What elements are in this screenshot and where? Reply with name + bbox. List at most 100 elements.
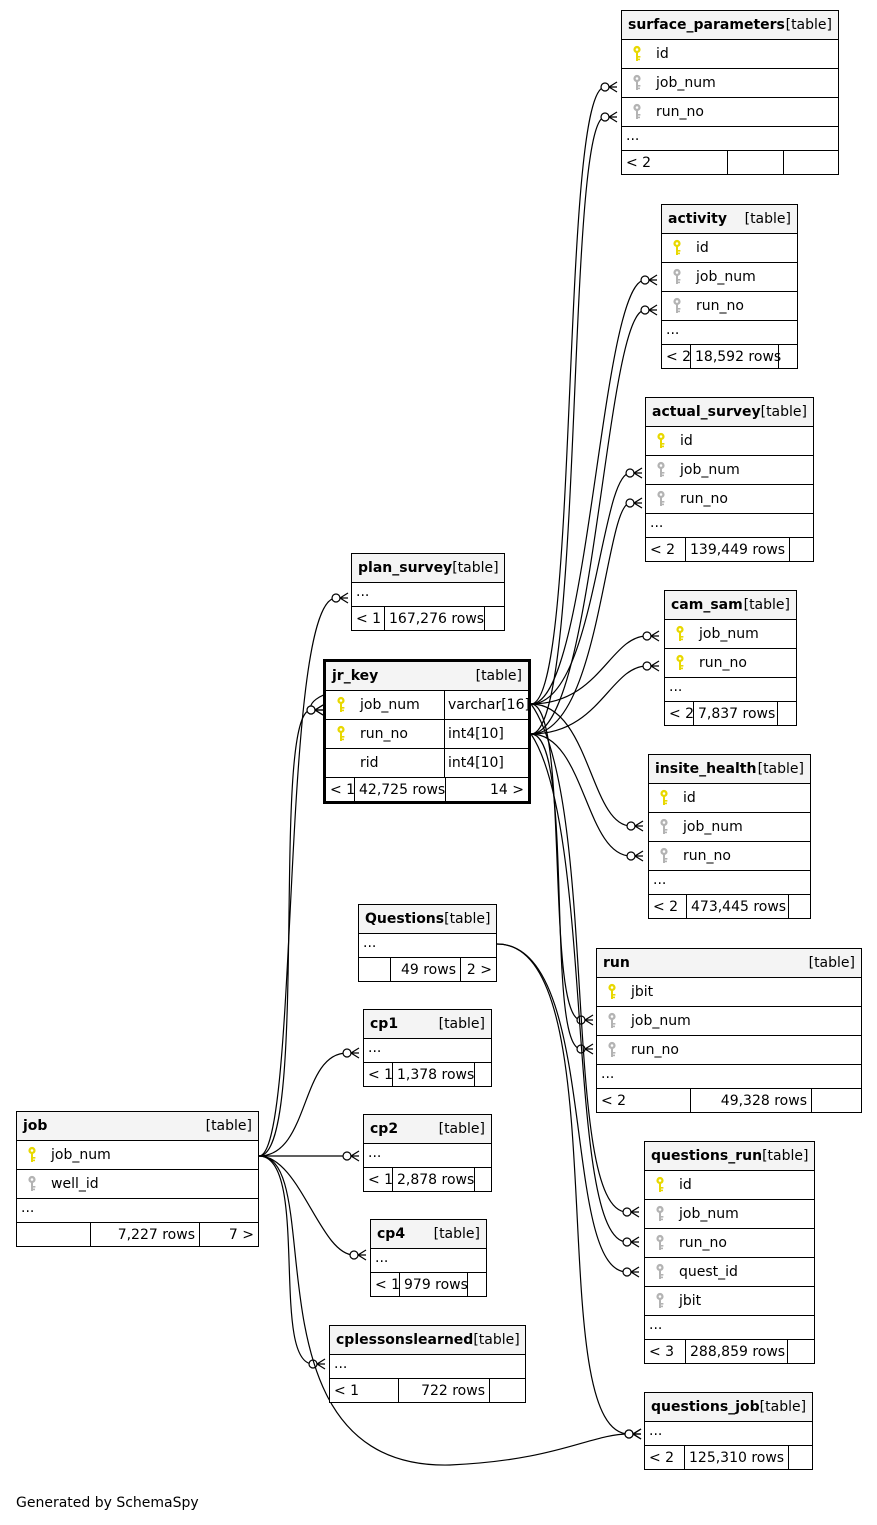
column-name: job_num (656, 75, 716, 91)
crows-foot-marker (630, 1266, 640, 1278)
table-kind: [table] (438, 1121, 485, 1137)
optional-end-marker (625, 468, 635, 478)
parents-count: < 1 (352, 607, 385, 630)
optional-end-marker (640, 275, 650, 285)
optional-end-marker (342, 1048, 352, 1058)
table-kind: [table] (785, 17, 832, 33)
column-type: int4[10] (444, 720, 528, 748)
crows-foot-marker (633, 467, 643, 479)
table-surface-parameters[interactable]: surface_parameters[table] id job_num run… (621, 10, 839, 175)
more-columns: ... (17, 1199, 258, 1223)
primary-key-icon (649, 789, 679, 807)
edge-camsam-job (530, 635, 648, 705)
edge-job-plan (258, 597, 337, 1157)
more-columns: ... (645, 1422, 812, 1446)
column-name: id (679, 1177, 692, 1193)
table-name: plan_survey (358, 560, 453, 576)
crows-foot-marker (648, 304, 658, 316)
table-name: run (603, 955, 630, 971)
children-count: 2 > (466, 961, 492, 978)
column-name: well_id (51, 1176, 99, 1192)
row-count: 473,445 rows (687, 895, 789, 918)
column-name: job_num (680, 462, 740, 478)
edge-surface-run (530, 116, 606, 735)
column-name: quest_id (679, 1264, 738, 1280)
edge-insite-job (530, 703, 632, 827)
children-count (490, 1379, 525, 1402)
column-name: job_num (679, 1206, 739, 1222)
foreign-key-icon (645, 1292, 675, 1310)
parents-count: < 1 (364, 1168, 393, 1191)
crows-foot-marker (634, 820, 644, 832)
row-count: 7,837 rows (694, 702, 778, 725)
column-name: run_no (696, 298, 744, 314)
foreign-key-icon (597, 1012, 627, 1030)
more-columns: ... (359, 934, 496, 958)
table-kind: [table] (760, 404, 807, 420)
optional-end-marker (626, 851, 636, 861)
row-count: 49,328 rows (691, 1089, 812, 1112)
children-count (784, 151, 838, 174)
crows-foot-marker (650, 660, 660, 672)
edge-qrun-job (530, 703, 628, 1213)
optional-end-marker (640, 305, 650, 315)
edge-qrun-run (530, 733, 628, 1243)
children-count (468, 1273, 486, 1296)
table-kind: [table] (444, 911, 491, 927)
table-actual-survey[interactable]: actual_survey[table] id job_num run_no .… (645, 397, 814, 562)
table-questions-run[interactable]: questions_run[table] id job_num run_no q… (644, 1141, 815, 1364)
children-count (790, 538, 813, 561)
crows-foot-marker (608, 81, 618, 93)
table-name: surface_parameters (628, 17, 785, 33)
table-name: jr_key (332, 668, 379, 684)
foreign-key-icon (649, 818, 679, 836)
table-activity[interactable]: activity[table] id job_num run_no ... < … (661, 204, 798, 369)
table-name: questions_run (651, 1148, 763, 1164)
table-kind: [table] (744, 211, 791, 227)
foreign-key-icon (646, 461, 676, 479)
foreign-key-icon (597, 1041, 627, 1059)
table-kind: [table] (438, 1016, 485, 1032)
crows-foot-marker (316, 1358, 326, 1370)
foreign-key-icon (662, 268, 692, 286)
crows-foot-marker (632, 1428, 642, 1440)
table-job[interactable]: job[table] job_num well_id ... 7,227 row… (16, 1111, 259, 1247)
parents-count (17, 1223, 91, 1246)
table-insite-health[interactable]: insite_health[table] id job_num run_no .… (648, 754, 811, 919)
optional-end-marker (626, 821, 636, 831)
edge-qrun-quest (496, 943, 628, 1273)
foreign-key-icon (622, 74, 652, 92)
more-columns: ... (364, 1144, 491, 1168)
optional-end-marker (642, 661, 652, 671)
children-count (485, 607, 504, 630)
optional-end-marker (624, 1429, 634, 1439)
table-kind: [table] (475, 668, 522, 684)
column-name: run_no (699, 655, 747, 671)
column-name: run_no (679, 1235, 727, 1251)
foreign-key-icon (649, 847, 679, 865)
table-name: cplessonslearned (336, 1332, 474, 1348)
optional-end-marker (349, 1250, 359, 1260)
column-name: run_no (680, 491, 728, 507)
edge-run-run (530, 733, 582, 1050)
primary-key-icon (662, 239, 692, 257)
primary-key-icon (622, 45, 652, 63)
crows-foot-marker (608, 111, 618, 123)
parents-count (359, 958, 391, 981)
row-count: 2,878 rows (393, 1168, 475, 1191)
row-count: 167,276 rows (385, 607, 485, 630)
more-columns: ... (622, 127, 838, 151)
table-name: cp4 (377, 1226, 406, 1242)
row-count: 125,310 rows (685, 1446, 789, 1469)
